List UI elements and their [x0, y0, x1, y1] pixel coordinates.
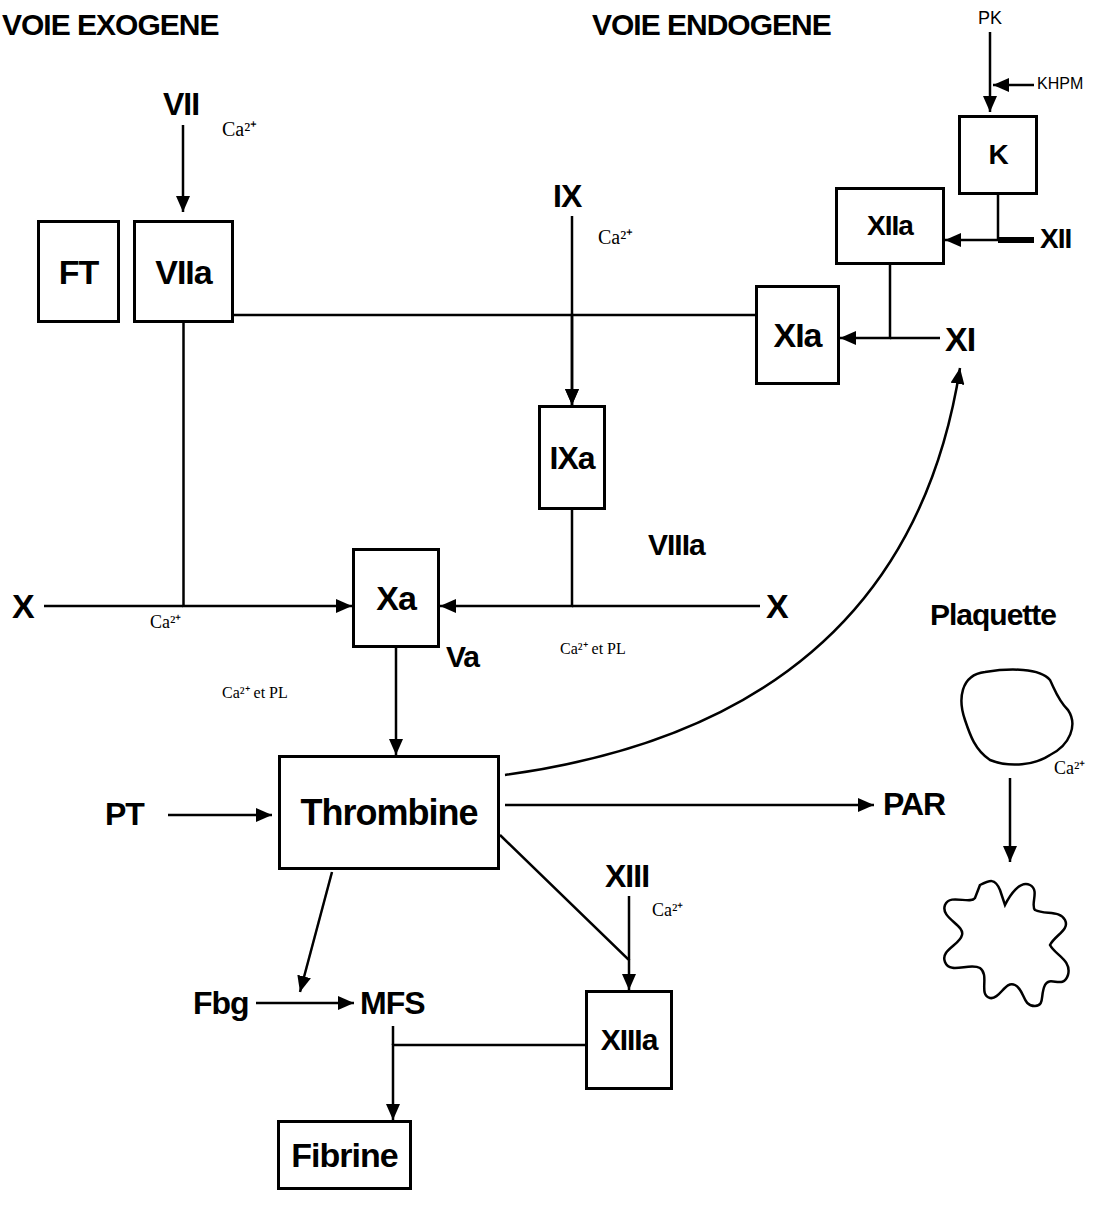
x-left-line: [44, 605, 183, 608]
activation-arrow: [840, 265, 890, 338]
factor-label: PAR: [883, 786, 945, 823]
ion-label: Ca²⁺ et PL: [560, 640, 626, 658]
ion-label: Ca²⁺: [652, 900, 683, 921]
factor-label: MFS: [360, 985, 425, 1022]
factor-label: XIII: [605, 858, 649, 895]
factor-label: PK: [978, 8, 1002, 29]
factor-label: Va: [446, 640, 479, 675]
factor-label: VOIE EXOGENE: [2, 8, 218, 43]
activated-platelet: [944, 881, 1068, 1006]
factor-label: XII: [1040, 223, 1071, 255]
factor-box: FT: [37, 220, 120, 323]
factor-label: PT: [105, 796, 144, 833]
factor-name: VIIa: [155, 255, 211, 289]
resting-platelet: [962, 670, 1073, 765]
platelet-figures: [944, 670, 1072, 1006]
factor-box: XIa: [755, 285, 840, 385]
factor-box: K: [958, 115, 1038, 195]
ion-label: Ca²⁺: [598, 226, 633, 249]
factor-label: X: [766, 587, 788, 626]
xii-bar: [998, 237, 1034, 243]
factor-box: Fibrine: [277, 1120, 412, 1190]
mfs-line: [392, 1026, 395, 1045]
fbg-arrow: [300, 872, 332, 992]
fbg-line: [256, 1002, 354, 1005]
pk-arrow: [989, 32, 992, 112]
factor-name: XIIIa: [601, 1025, 658, 1055]
factor-box: XIIIa: [585, 990, 673, 1090]
factor-name: FT: [59, 255, 99, 289]
factor-label: VII: [163, 86, 199, 123]
ion-label: Ca²⁺: [1054, 758, 1085, 779]
factor-label: VOIE ENDOGENE: [592, 8, 831, 43]
activation-arrow: [234, 315, 572, 405]
activation-arrow: [945, 195, 998, 240]
factor-name: XIIa: [867, 212, 913, 240]
activation-arrow: [184, 323, 353, 606]
khpm-arrow: [993, 84, 1034, 87]
xi-line: [890, 337, 940, 340]
factor-box: Thrombine: [278, 755, 500, 870]
factor-label: XI: [945, 320, 975, 359]
ion-label: Ca²⁺: [150, 612, 181, 633]
layout-arrows: [44, 32, 1034, 1045]
x-right-line: [572, 605, 760, 608]
factor-name: K: [988, 141, 1007, 169]
factor-name: IXa: [549, 442, 594, 474]
xiii-line: [628, 896, 631, 960]
ion-label: Ca²⁺ et PL: [222, 684, 288, 702]
factor-label: KHPM: [1037, 75, 1083, 93]
platelet-arrow: [1009, 778, 1012, 862]
factor-label: Plaquette: [930, 598, 1056, 633]
factor-box: XIIa: [835, 187, 945, 265]
factor-box: IXa: [538, 405, 606, 510]
activation-arrow: [393, 1045, 585, 1120]
factor-box: Xa: [352, 548, 440, 648]
factor-label: VIIIa: [648, 528, 705, 563]
factor-name: Fibrine: [291, 1138, 397, 1172]
activation-arrow: [572, 315, 755, 405]
activation-arrow: [395, 648, 398, 755]
ix-line: [571, 216, 574, 315]
factor-label: IX: [553, 178, 581, 215]
factor-name: XIa: [773, 318, 821, 352]
factor-name: Thrombine: [301, 795, 478, 831]
factor-name: Xa: [376, 581, 416, 615]
vii-arrow: [182, 125, 185, 212]
factor-box: VIIa: [133, 220, 234, 323]
connectors: [184, 195, 999, 1120]
factor-label: Fbg: [193, 985, 249, 1022]
ion-label: Ca²⁺: [222, 118, 257, 141]
activation-arrow: [440, 510, 572, 606]
par-arrow: [505, 804, 874, 807]
pt-arrow: [168, 814, 272, 817]
factor-label: X: [12, 587, 34, 626]
